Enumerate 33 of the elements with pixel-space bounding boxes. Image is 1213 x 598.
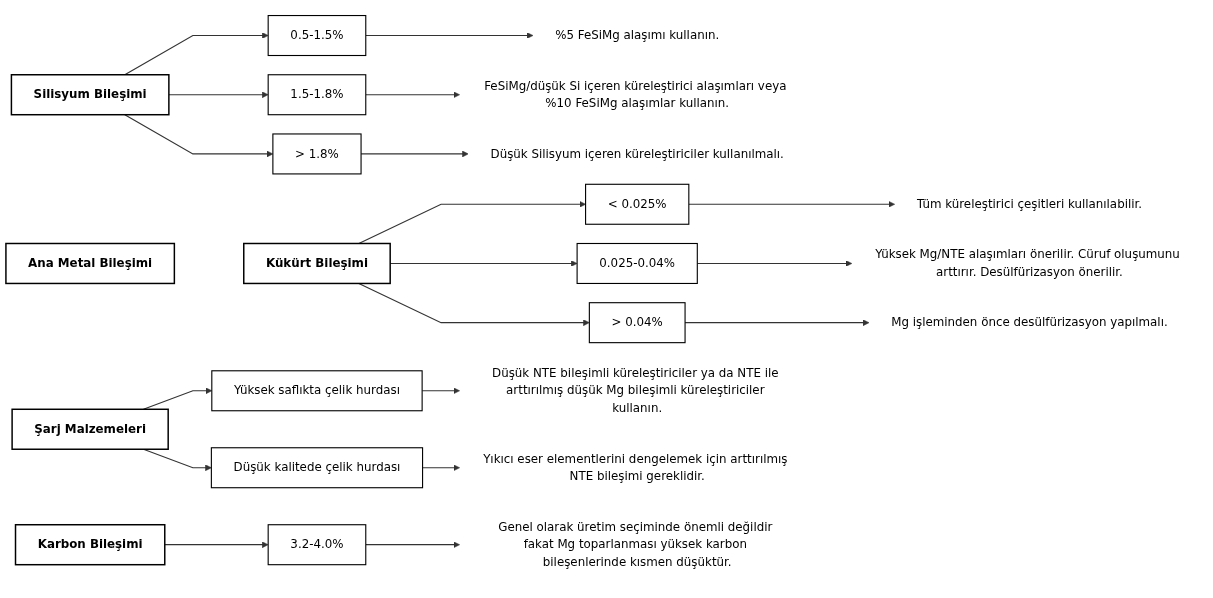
node-box: Silisyum Bileşimi [10,74,170,116]
node-text: FeSiMg/düşük Si içeren küreleştirici alaşımları veya %10 FeSiMg alaşımlar kullanın. [484,78,787,111]
node-box: > 1.8% [272,133,362,175]
node-box: Şarj Malzemeleri [11,408,169,450]
arrow [422,464,460,471]
node-box: 0.5-1.5% [267,15,367,57]
node-text: Yıkıcı eser elementlerini dengelemek için arttırılmış NTE bileşimi gereklidir. [483,451,788,484]
node-box: Kükürt Bileşimi [243,242,391,285]
node-box: Karbon Bileşimi [14,524,166,566]
node-text: Genel olarak üretim seçiminde önemli değildir fakat Mg toparlanması yüksek karbon bileşenlerinde kısmen düşüktür. [498,519,773,570]
node-box: Yüksek saflıkta çelik hurdası [211,370,423,412]
node-text: Yüksek Mg/NTE alaşımları önerilir. Cüruf oluşumunu arttırır. Desülfürizasyon önerilir. [875,247,1180,280]
arrow [688,201,895,208]
node-text: Tüm küreleştirici çeşitleri kullanılabilir. [916,196,1143,211]
node-box: 1.5-1.8% [267,74,367,116]
node-box: > 0.04% [588,302,686,344]
node-box: Ana Metal Bileşimi [5,242,176,285]
node-box: < 0.025% [585,183,690,225]
arrow [365,91,460,98]
node-box: 0.025-0.04% [576,242,698,284]
arrow [124,32,269,76]
node-text: Düşük NTE bileşimli küreleştiriciler ya da NTE ile arttırılmış düşük Mg bileşimli küreleştiriciler kullanın. [492,365,779,416]
arrow [365,541,460,548]
arrow [358,201,586,245]
arrow [365,32,534,39]
arrow [168,91,269,98]
node-box: Düşük kalitede çelik hurdası [210,447,424,489]
arrow [358,282,590,326]
node-text: Düşük Silisyum içeren küreleştiriciler kullanılmalı. [490,146,784,161]
node-text: Mg işleminden önce desülfürizasyon yapılmalı. [891,315,1168,330]
node-box: 3.2-4.0% [267,524,367,566]
arrow [164,541,269,548]
node-text: %5 FeSiMg alaşımı kullanın. [555,28,720,43]
